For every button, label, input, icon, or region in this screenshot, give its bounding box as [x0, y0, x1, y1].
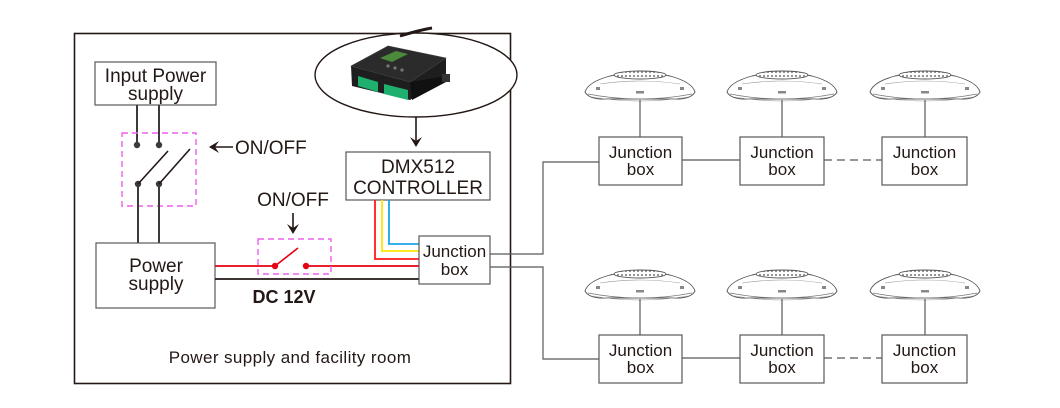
pool-light-fixture [726, 70, 838, 102]
input-power-supply-box [94, 61, 217, 106]
fixture-row-bottom: Junction box Junction box Junction box [584, 269, 981, 384]
dc-switch-blade [274, 247, 299, 267]
input-power-line2: supply [128, 84, 183, 105]
signal-wire-red [374, 200, 419, 260]
junction-box-line2: box [627, 160, 655, 179]
dmx512-controller-box [345, 151, 491, 201]
controller-line1: DMX512 [381, 157, 455, 178]
junction-box-line2: box [911, 160, 939, 179]
main-switch-label: ON/OFF [235, 138, 307, 159]
input-power-line1: Input Power [105, 66, 207, 87]
facility-room-border [73, 32, 512, 385]
arrow-down-icon [410, 117, 422, 147]
signal-wire-yellow [381, 200, 419, 252]
dc-switch-box [257, 238, 332, 275]
junction-box [598, 136, 683, 186]
facility-room-caption: Power supply and facility room [169, 348, 412, 367]
junction-box-line1: Junction [750, 341, 813, 360]
switch-blade-2 [158, 148, 191, 185]
cable-to-top-row [490, 161, 599, 255]
fixture-row-top: Junction box Junction box Junction box [584, 70, 981, 186]
pool-light-fixture [584, 269, 696, 301]
dc-switch-label: ON/OFF [257, 190, 329, 211]
pool-light-fixture [869, 269, 981, 301]
controller-line2: CONTROLLER [353, 178, 483, 199]
pool-light-fixture [726, 269, 838, 301]
junction-box-line2: box [911, 358, 939, 377]
junction-box-line2: box [768, 160, 796, 179]
arrow-down-icon [287, 213, 299, 234]
power-supply-box [95, 242, 216, 309]
signal-wire-blue [388, 200, 419, 245]
junction-box [598, 334, 683, 384]
junction-box-line1: Junction [609, 143, 672, 162]
junction-box-line1: Junction [893, 143, 956, 162]
junction-box-line2: box [627, 358, 655, 377]
junction-box-line1: Junction [893, 341, 956, 360]
pool-light-fixture [869, 70, 981, 102]
junction-box [881, 334, 968, 384]
junction-box-line1: Junction [609, 341, 672, 360]
dc-voltage-label: DC 12V [252, 287, 315, 307]
arrow-left-icon [209, 141, 233, 153]
main-junction-line2: box [441, 260, 469, 279]
dmx-controller-device-image [350, 26, 450, 100]
power-supply-line2: supply [129, 274, 184, 295]
switch-blade-1 [137, 150, 169, 185]
junction-box [739, 334, 825, 384]
junction-box [881, 136, 968, 186]
cable-to-bottom-row [490, 266, 599, 360]
main-junction-line1: Junction [423, 242, 486, 261]
junction-box [739, 136, 825, 186]
pool-light-fixture [584, 70, 696, 102]
junction-box-line1: Junction [750, 143, 813, 162]
main-junction-box [418, 235, 491, 285]
power-supply-line1: Power [129, 256, 184, 277]
junction-box-line2: box [768, 358, 796, 377]
